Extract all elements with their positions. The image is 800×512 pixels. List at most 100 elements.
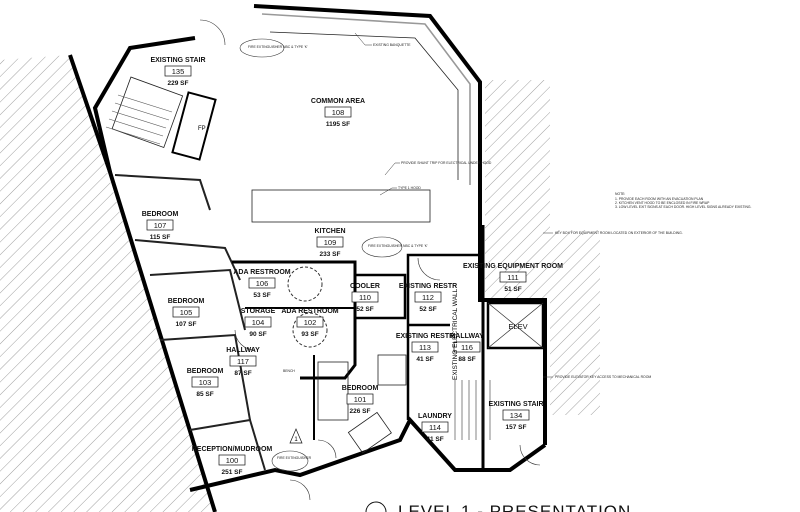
hatched-left-wall-area: [0, 55, 215, 512]
room-area: 251 SF: [222, 469, 243, 476]
south-wall: [189, 416, 547, 492]
electrical-wall-label: EXISTING ELECTRICAL WALL: [452, 288, 459, 380]
bed-101b: [377, 354, 407, 386]
room-area: 157 SF: [506, 424, 527, 431]
hatched-bottom-right: [760, 0, 800, 512]
interior-line-common: [261, 13, 471, 185]
room-name: ADA RESTROOM: [233, 269, 290, 276]
room-number-box: [146, 219, 174, 231]
room-number-box: [411, 341, 439, 353]
room-number-box: [351, 291, 379, 303]
furniture-101: [347, 411, 392, 454]
room-number: 111: [507, 273, 518, 282]
room-number: 107: [154, 221, 167, 230]
room-number: 114: [429, 423, 441, 432]
east-wall: [478, 195, 547, 445]
room-tag: ADA RESTROOM 106 53 SF: [233, 269, 290, 299]
laundry-stair-steps: [454, 380, 491, 440]
room-number: 103: [199, 378, 212, 387]
room-number-box: [499, 271, 527, 283]
room-name: EXISTING RESTR: [399, 283, 457, 290]
room-name: BEDROOM: [142, 211, 179, 218]
restroom-112-walls: [406, 253, 480, 420]
room-area: 51 SF: [504, 286, 521, 293]
revision-cloud-2: [361, 236, 403, 258]
room-number: 106: [256, 279, 269, 288]
room-name: KITCHEN: [314, 228, 345, 235]
room-number: 112: [422, 293, 434, 302]
room-number-box: [244, 316, 272, 328]
hood-label: TYPE 1 HOOD: [398, 186, 421, 190]
note-2: 2. KITCHEN VENT HOOD TO BE ENCLOSED IN F…: [615, 201, 710, 205]
room-number: 101: [354, 395, 367, 404]
room-area: 41 SF: [416, 356, 433, 363]
room-number: 135: [172, 67, 185, 76]
cooler-walls: [355, 273, 407, 320]
room-number: 102: [304, 318, 317, 327]
room-name: HALLWAY: [450, 333, 484, 340]
room-number-box: [421, 421, 449, 433]
room-name: EXISTING STAIR: [150, 57, 205, 64]
room-area: 233 SF: [320, 251, 341, 258]
room-number-box: [229, 355, 257, 367]
room-number-box: [346, 393, 374, 405]
room-number: 105: [180, 308, 193, 317]
turning-circle-102: [292, 312, 328, 348]
bench-label: BENCH: [283, 369, 295, 373]
room-area: 41 SF: [426, 436, 443, 443]
room-name: COOLER: [350, 283, 380, 290]
room-name: BEDROOM: [342, 385, 379, 392]
room-number-box: [502, 409, 530, 421]
room-number: 104: [252, 318, 265, 327]
room-number-box: [191, 376, 219, 388]
room-number-box: [324, 106, 352, 118]
shunt-trip-label: PROVIDE SHUNT TRIP FOR ELECTRICAL UNDER …: [401, 161, 492, 165]
revision-cloud-1: [239, 38, 285, 58]
room-name: LAUNDRY: [418, 413, 452, 420]
room-name: RECEPTION/MUDROOM: [192, 446, 273, 453]
fireplace-label: FP: [198, 126, 206, 132]
callout-leaders: [354, 32, 553, 378]
room-area: 1195 SF: [326, 121, 350, 128]
room-area: 52 SF: [419, 306, 436, 313]
stair-135-treads: [111, 76, 184, 149]
note-3: 3. LOW LEVEL EXIT SIGNS AT EACH DOOR. HI…: [615, 205, 752, 209]
room-number-box: [218, 454, 246, 466]
revision-cloud-3: [271, 450, 309, 472]
room-name: BEDROOM: [168, 298, 205, 305]
room-name: EXISTING STAIR: [488, 401, 543, 408]
room-name: BEDROOM: [187, 368, 224, 375]
room-name: STORAGE: [241, 308, 276, 315]
room-number-box: [453, 341, 481, 353]
room-area: 85 SF: [196, 391, 213, 398]
west-wall: [68, 54, 217, 512]
room-area: 107 SF: [176, 321, 197, 328]
room-tag: EXISTING STAIR 134 157 SF: [488, 401, 543, 431]
title-bubble: [365, 501, 387, 512]
elevator-key-note: PROVIDE ELEVATOR KEY ACCESS TO MECHANICA…: [555, 375, 651, 379]
fireplace: [171, 91, 217, 161]
room-area: 53 SF: [253, 292, 270, 299]
drawing-title: LEVEL 1 - PRESENTATION: [398, 502, 631, 512]
room-area: 90 SF: [249, 331, 266, 338]
exterior-wall-north: [253, 4, 482, 195]
room-name: EXISTING EQUIPMENT ROOM: [463, 263, 563, 270]
room-tag: BEDROOM 103 85 SF: [187, 368, 224, 398]
key-box-note: KEY BOX FOR EQUIPMENT ROOM LOCATED ON EX…: [555, 231, 683, 235]
room-name: HALLWAY: [226, 347, 260, 354]
room-number: 134: [510, 411, 523, 420]
core-wall-top: [232, 260, 357, 380]
fire-extinguisher-label-1: FIRE EXTINGUISHER NBC & TYPE 'K': [248, 45, 308, 49]
banquette-label: EXISTING BANQUETTE: [373, 43, 411, 47]
room-area: 52 SF: [356, 306, 373, 313]
room-number: 108: [332, 108, 345, 117]
revision-triangle: [289, 428, 303, 444]
bed-101: [317, 361, 349, 421]
